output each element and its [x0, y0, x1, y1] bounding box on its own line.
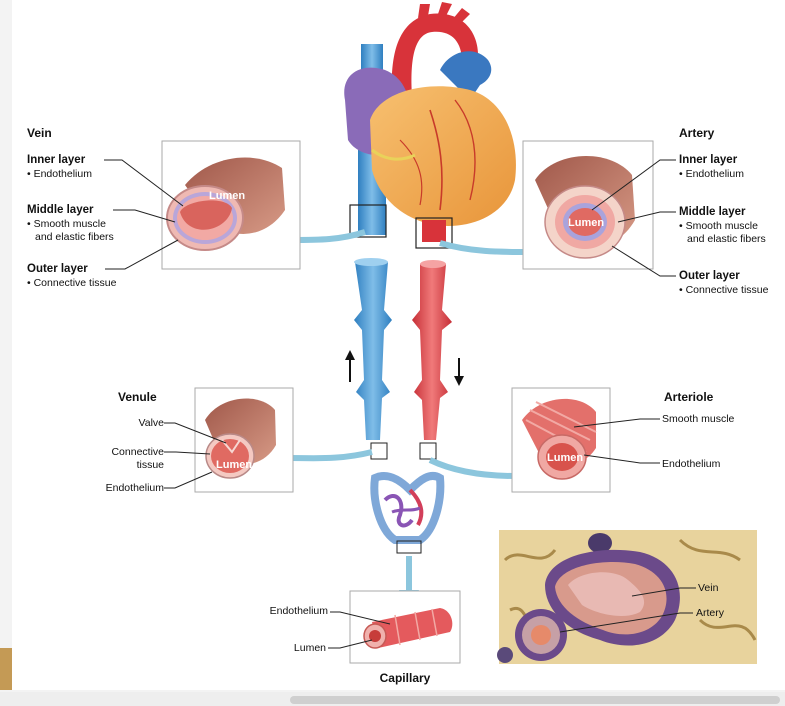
capillary-tube: [363, 608, 453, 649]
artery-middle-layer-detail-1: • Smooth muscle: [679, 220, 758, 232]
capillary-selection-box: [396, 540, 422, 554]
venule-valve-label: Valve: [138, 417, 165, 429]
arrow-to-arteriole: [428, 457, 516, 479]
artery-lumen-label: Lumen: [568, 217, 604, 229]
horizontal-scrollbar-thumb[interactable]: [290, 696, 780, 704]
artery-tube: [535, 156, 635, 259]
venule-selection-box: [370, 442, 388, 460]
vein-outer-layer-label: Outer layer: [27, 263, 88, 275]
artery-selection-box: [415, 217, 453, 249]
vein-middle-layer-detail-1: • Smooth muscle: [27, 218, 106, 230]
micrograph-artery-label: Artery: [696, 607, 725, 619]
artery-middle-layer-label: Middle layer: [679, 206, 746, 218]
artery-inner-layer-label: Inner layer: [679, 154, 738, 166]
capillary-title: Capillary: [379, 671, 431, 685]
vein-inner-layer-label: Inner layer: [27, 154, 86, 166]
venule-connective-label-1: Connective: [111, 446, 164, 458]
vein-selection-box: [349, 204, 387, 238]
artery-outer-layer-detail: • Connective tissue: [679, 284, 769, 296]
arrow-to-venule: [289, 449, 373, 462]
micrograph-vein-label: Vein: [698, 582, 719, 594]
capillary-bed: [370, 471, 445, 544]
arteriole-tube: [522, 398, 597, 480]
leader-lines: [104, 159, 696, 649]
arrow-to-vein: [289, 229, 366, 243]
vein-vessel: [354, 258, 392, 440]
vein-inner-layer-detail: • Endothelium: [27, 168, 92, 180]
arteriole-smooth-muscle-label: Smooth muscle: [662, 413, 735, 425]
artery-middle-layer-detail-2: and elastic fibers: [687, 233, 766, 245]
arrow-to-artery: [439, 240, 529, 255]
arteriole-endothelium-label: Endothelium: [662, 458, 721, 470]
venule-endothelium-label: Endothelium: [105, 482, 164, 494]
down-flow-arrow: [454, 358, 464, 386]
vein-middle-layer-label: Middle layer: [27, 204, 94, 216]
capillary-endothelium-label: Endothelium: [269, 605, 328, 617]
up-flow-arrow: [345, 350, 355, 382]
artery-inner-layer-detail: • Endothelium: [679, 168, 744, 180]
venule-title: Venule: [118, 390, 157, 404]
arteriole-selection-box: [419, 442, 437, 460]
arteriole-title: Arteriole: [664, 390, 714, 404]
vein-lumen-label: Lumen: [209, 190, 245, 202]
vein-tube: [166, 157, 285, 251]
venule-connective-label-2: tissue: [136, 459, 164, 471]
vein-outer-layer-detail: • Connective tissue: [27, 277, 117, 289]
venule-lumen-label: Lumen: [216, 459, 252, 471]
heart-illustration: [344, 2, 516, 242]
artery-vessel: [412, 260, 452, 440]
capillary-lumen-label: Lumen: [293, 642, 326, 654]
venule-tube: [205, 398, 276, 479]
micrograph-image: [497, 530, 757, 664]
left-edge-strip: [0, 648, 12, 690]
vein-title: Vein: [27, 126, 52, 140]
artery-outer-layer-label: Outer layer: [679, 270, 740, 282]
vein-middle-layer-detail-2: and elastic fibers: [35, 231, 114, 243]
arteriole-lumen-label: Lumen: [547, 452, 583, 464]
artery-title: Artery: [679, 126, 715, 140]
